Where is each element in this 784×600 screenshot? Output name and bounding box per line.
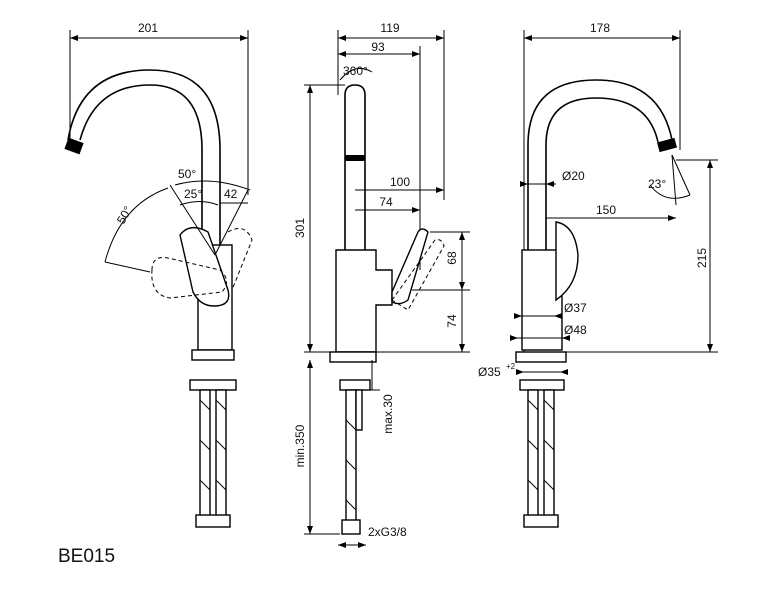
- dim-angle-50-top: 50°: [178, 167, 196, 181]
- dim-d48: Ø48: [564, 323, 587, 337]
- dim-thread: 2xG3/8: [368, 525, 407, 539]
- dim-178: 178: [590, 21, 610, 35]
- dim-74-body: 74: [445, 314, 459, 328]
- dim-min-350: min.350: [293, 424, 307, 467]
- dim-angle-25: 25°: [184, 187, 202, 201]
- dim-119: 119: [380, 21, 399, 35]
- dim-93: 93: [371, 40, 385, 54]
- back-view: 178 Ø20 23° 150 215 Ø37: [478, 21, 718, 528]
- dim-rotation: 360°: [343, 64, 368, 78]
- dim-68: 68: [445, 251, 459, 265]
- dim-d35: Ø35: [478, 365, 501, 379]
- dim-74-reach: 74: [379, 195, 393, 209]
- dim-100: 100: [390, 175, 410, 189]
- dim-d35-tolerance: +2: [506, 362, 516, 371]
- model-code: BE015: [58, 546, 116, 567]
- dim-angle-50-left: 50°: [114, 204, 135, 227]
- dim-max-30: max.30: [381, 394, 395, 434]
- dim-d20: Ø20: [562, 169, 585, 183]
- dim-301: 301: [293, 218, 307, 238]
- dim-201: 201: [138, 21, 158, 35]
- dim-angle-23: 23°: [648, 177, 666, 191]
- dim-42: 42: [224, 187, 238, 201]
- dim-d37: Ø37: [564, 301, 587, 315]
- front-view: 201 50° 50° 25° 42: [64, 21, 253, 528]
- dim-150: 150: [596, 203, 616, 217]
- dim-215: 215: [695, 248, 709, 268]
- side-view: 119 93 360° 100 74 301: [293, 21, 470, 548]
